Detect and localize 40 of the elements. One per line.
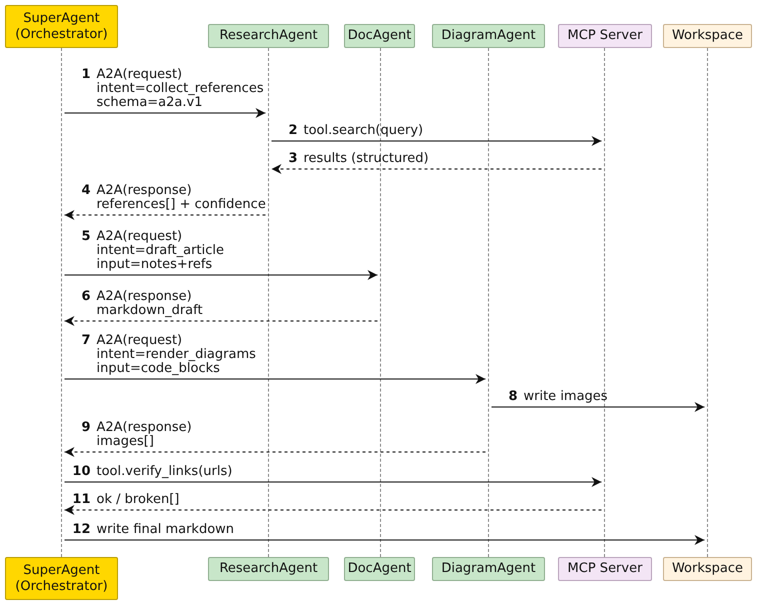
- message-label: 8 write images: [507, 390, 608, 404]
- participant-box: MCP Server: [558, 557, 652, 581]
- lifeline: [485, 48, 492, 557]
- participant-box: DiagramAgent: [432, 24, 545, 48]
- message-label: 11 ok / broken[]: [71, 493, 180, 507]
- message-arrow: [64, 374, 486, 384]
- message-arrow: [64, 316, 378, 326]
- lifeline: [704, 48, 711, 557]
- message-label: 2 tool.search(query): [287, 124, 424, 138]
- message-arrow: [64, 270, 378, 280]
- participant-box: ResearchAgent: [208, 557, 329, 581]
- participant-box: Workspace: [663, 24, 752, 48]
- lifeline: [265, 48, 272, 557]
- message-label: 12 write final markdown: [71, 523, 234, 537]
- message-label: 3 results (structured): [287, 152, 429, 166]
- participant-box: MCP Server: [558, 24, 652, 48]
- message-label: 7 A2A(request) intent=render_diagrams input=code_blocks: [80, 334, 256, 376]
- participant-box: DocAgent: [344, 557, 415, 581]
- lifeline: [58, 48, 65, 557]
- message-label: 9 A2A(response) images[]: [80, 421, 192, 449]
- participant-box: SuperAgent (Orchestrator): [5, 5, 118, 48]
- participant-box: SuperAgent (Orchestrator): [5, 557, 118, 600]
- message-arrow: [64, 210, 266, 220]
- message-label: 5 A2A(request) intent=draft_article input=notes+refs: [80, 230, 224, 272]
- message-label: 4 A2A(response) references[] + confidence: [80, 184, 266, 212]
- message-label: 1 A2A(request) intent=collect_references schema=a2a.v1: [80, 68, 264, 110]
- message-arrow: [64, 505, 602, 515]
- message-arrow: [64, 535, 705, 545]
- message-arrow: [64, 108, 266, 118]
- message-arrow: [491, 402, 705, 412]
- message-arrow: [271, 164, 602, 174]
- participant-box: DiagramAgent: [432, 557, 545, 581]
- message-label: 10 tool.verify_links(urls): [71, 465, 232, 479]
- participant-box: ResearchAgent: [208, 24, 329, 48]
- message-arrow: [64, 447, 486, 457]
- participant-box: Workspace: [663, 557, 752, 581]
- message-arrow: [271, 136, 602, 146]
- participant-box: DocAgent: [344, 24, 415, 48]
- message-label: 6 A2A(response) markdown_draft: [80, 290, 203, 318]
- message-arrow: [64, 477, 602, 487]
